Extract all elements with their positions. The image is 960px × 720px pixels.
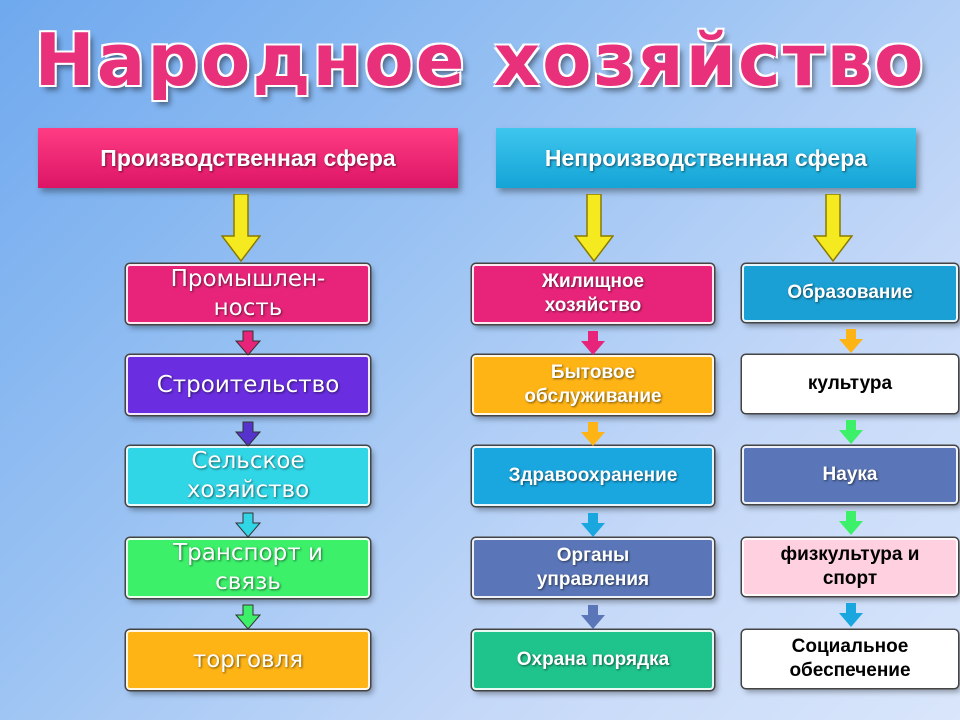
big-arrow-mid (574, 194, 614, 262)
small-arrow-left-2 (235, 421, 261, 447)
left-item-label: Сельское хозяйство (186, 448, 310, 503)
mid-item-label: Органы управления (536, 545, 650, 590)
small-arrow-right-3 (839, 511, 863, 535)
small-arrow-right-4 (839, 603, 863, 627)
left-item-agriculture: Сельское хозяйство (126, 446, 370, 506)
small-arrow-right-2 (839, 420, 863, 444)
small-arrow-left-1 (235, 330, 261, 356)
mid-item-label: Охрана порядка (516, 649, 670, 671)
mid-item-label: Здравоохранение (508, 465, 678, 487)
small-arrow-mid-4 (581, 605, 605, 629)
right-item-education: Образование (742, 264, 958, 322)
left-item-label: торговля (192, 646, 304, 673)
right-item-science: Наука (742, 446, 958, 504)
right-item-social-security: Социальное обеспечение (742, 630, 958, 688)
small-arrow-left-4 (235, 604, 261, 630)
left-item-label: Промышлен- ность (170, 266, 326, 321)
left-item-construction: Строительство (126, 355, 370, 415)
right-item-label: культура (807, 373, 893, 395)
productive-sphere-header: Производственная сфера (38, 128, 458, 188)
mid-item-housing: Жилищное хозяйство (472, 264, 714, 324)
small-arrow-mid-3 (581, 513, 605, 537)
right-item-label: Наука (822, 464, 878, 486)
right-item-label: физкультура и спорт (780, 544, 920, 589)
right-item-label: Социальное обеспечение (789, 636, 911, 681)
big-arrow-right (813, 194, 853, 262)
right-item-sport: физкультура и спорт (742, 538, 958, 596)
small-arrow-left-3 (235, 512, 261, 538)
left-item-industry: Промышлен- ность (126, 264, 370, 324)
mid-item-healthcare: Здравоохранение (472, 446, 714, 506)
left-item-label: Строительство (156, 371, 340, 398)
mid-item-consumer-services: Бытовое обслуживание (472, 355, 714, 415)
mid-item-label: Жилищное хозяйство (541, 271, 645, 316)
big-arrow-left (221, 194, 261, 262)
mid-item-law-enforcement: Охрана порядка (472, 630, 714, 690)
mid-item-government: Органы управления (472, 538, 714, 598)
small-arrow-right-1 (839, 329, 863, 353)
right-item-culture: культура (742, 355, 958, 413)
right-item-label: Образование (787, 282, 913, 304)
left-item-label: Транспорт и связь (173, 540, 323, 595)
left-item-transport: Транспорт и связь (126, 538, 370, 598)
nonproductive-sphere-header: Непроизводственная сфера (496, 128, 916, 188)
left-item-trade: торговля (126, 630, 370, 690)
mid-item-label: Бытовое обслуживание (524, 362, 662, 407)
page-title: Народное хозяйство (34, 18, 926, 102)
small-arrow-mid-1 (581, 331, 605, 355)
small-arrow-mid-2 (581, 422, 605, 446)
